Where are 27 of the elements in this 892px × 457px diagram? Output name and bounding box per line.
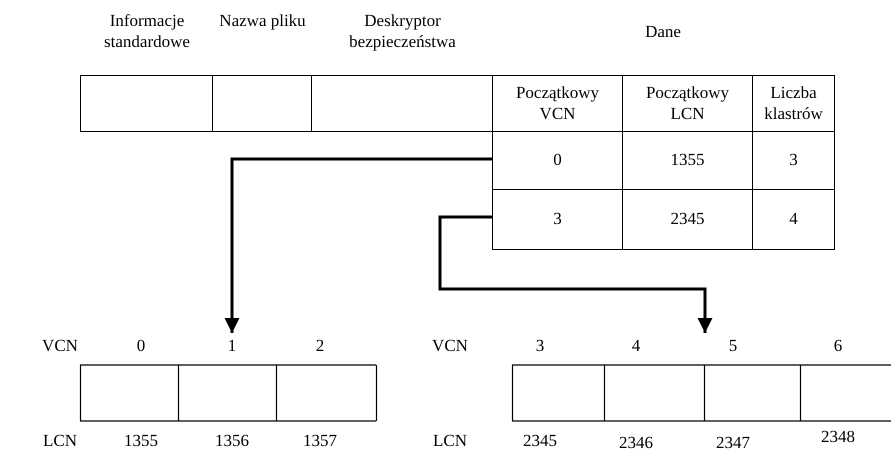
column-header-cell: Liczba klastrów	[752, 75, 835, 132]
vcn-number: 2	[316, 336, 324, 356]
lcn-number: 1355	[124, 431, 158, 451]
vcn-number: 5	[728, 336, 738, 356]
vcn-number: 1	[228, 336, 236, 356]
arrow	[224, 158, 492, 333]
arrow	[438, 216, 712, 333]
table-cell: 4	[752, 189, 835, 250]
vcn-number: 6	[834, 336, 842, 356]
lcn-number: 2345	[523, 431, 557, 451]
axis-heading: LCN	[43, 431, 77, 451]
field-heading: Dane	[644, 21, 682, 42]
vcn-number: 3	[536, 336, 544, 356]
field-heading: Nazwa pliku	[218, 10, 307, 32]
axis-heading: LCN	[433, 431, 467, 451]
lcn-number: 1357	[303, 431, 337, 451]
lcn-number: 2348	[821, 427, 855, 447]
axis-heading: VCN	[42, 336, 78, 356]
vcn-number: 4	[632, 336, 640, 356]
vcn-number: 0	[136, 336, 146, 356]
lcn-number: 1356	[215, 431, 249, 451]
lcn-number: 2346	[619, 433, 653, 453]
lcn-number: 2347	[716, 433, 750, 453]
field-heading: Informacje standardowe	[103, 10, 191, 52]
table-cell: 3	[492, 189, 623, 250]
field-heading: Deskryptor bezpieczeństwa	[348, 10, 457, 52]
vcn-number: VCN	[432, 336, 468, 356]
